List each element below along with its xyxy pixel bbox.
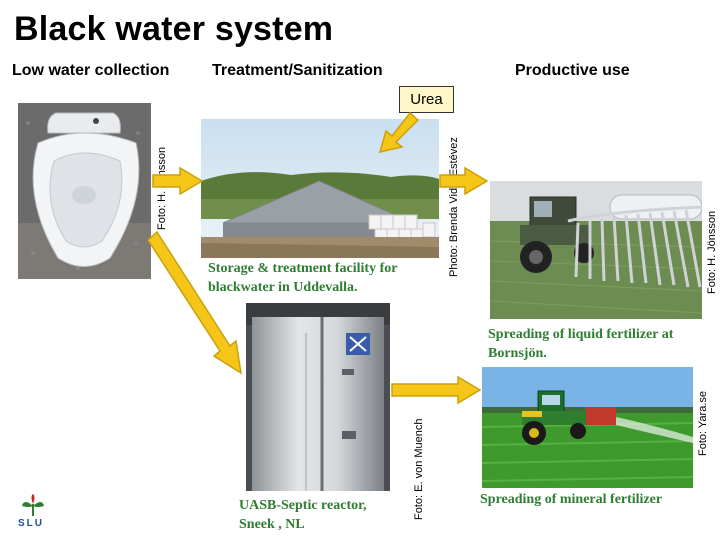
caption-storage-facility: Storage & treatment facility for blackwa… (208, 261, 398, 295)
arrow-toilet-to-storage (152, 166, 204, 196)
caption-uasb-reactor: UASB-Septic reactor, Sneek , NL (239, 498, 367, 532)
storage-facility-photo (201, 119, 439, 258)
tractor-mineral-photo (482, 367, 693, 488)
column-header-productive-use: Productive use (515, 62, 630, 79)
caption-mineral-fertilizer: Spreading of mineral fertilizer (480, 492, 663, 507)
arrow-urea-to-storage (378, 111, 420, 154)
slu-logo-text: SLU (18, 518, 44, 529)
arrow-toilet-to-uasb (147, 230, 242, 375)
column-header-collection: Low water collection (12, 62, 170, 79)
page-title: Black water system (14, 10, 334, 48)
arrow-uasb-to-mineral (391, 375, 482, 405)
arrow-storage-to-liquid (439, 166, 489, 196)
uasb-reactor-photo (246, 303, 390, 491)
slu-logo-icon (18, 494, 48, 518)
caption-liquid-fertilizer: Spreading of liquid fertilizer at Bornsj… (488, 327, 674, 361)
column-header-treatment: Treatment/Sanitization (212, 62, 383, 79)
urea-label: Urea (399, 86, 454, 113)
toilet-photo (18, 103, 151, 279)
tractor-spreading-photo (490, 181, 702, 319)
